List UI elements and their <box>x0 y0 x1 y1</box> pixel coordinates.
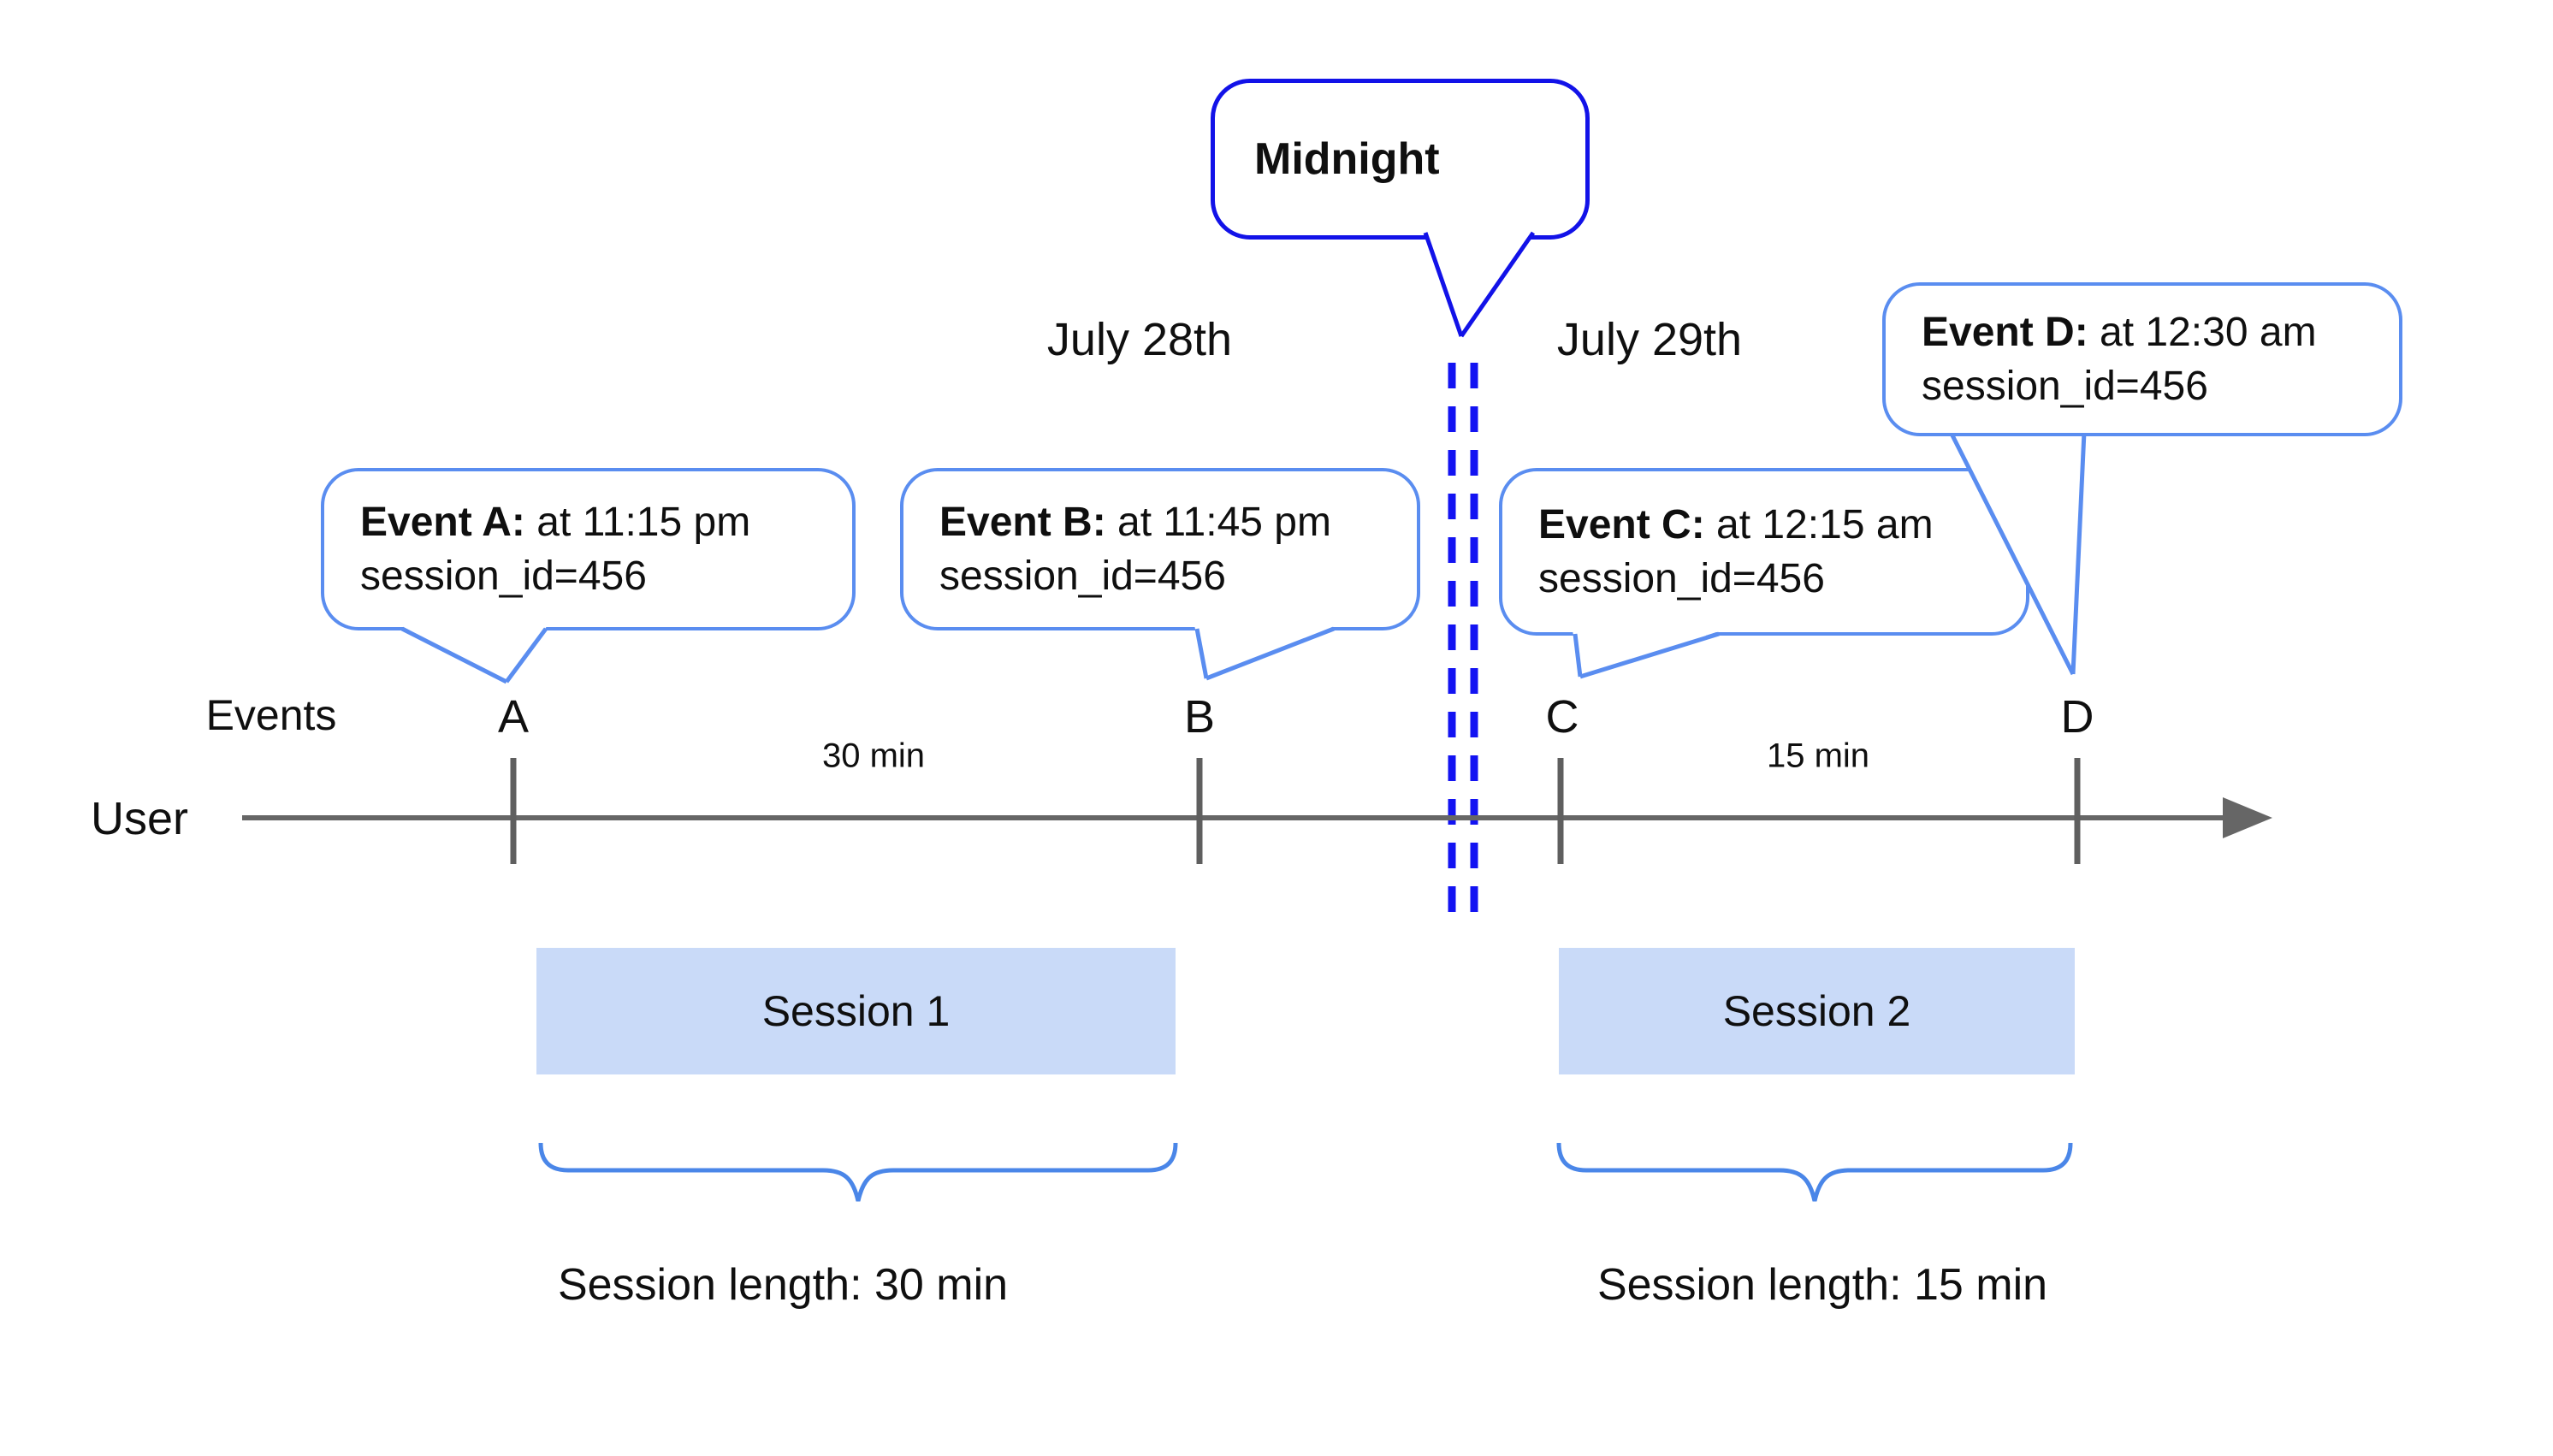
event-a-callout: Event A: at 11:15 pm session_id=456 <box>321 468 856 630</box>
event-b-callout: Event B: at 11:45 pm session_id=456 <box>900 468 1420 630</box>
midnight-callout: Midnight <box>1211 79 1590 240</box>
session-2-label: Session 2 <box>1722 987 1911 1035</box>
session-1-label: Session 1 <box>761 987 951 1035</box>
event-d-callout: Event D: at 12:30 am session_id=456 <box>1882 282 2402 436</box>
gap-30-min-label: 30 min <box>821 737 926 775</box>
tick-letter-a: A <box>497 691 530 743</box>
event-b-name: Event B: <box>939 500 1106 545</box>
event-d-session: session_id=456 <box>1922 364 2208 409</box>
event-b-line1: Event B: at 11:45 pm <box>939 495 1417 549</box>
session-1-bar: Session 1 <box>536 948 1176 1074</box>
event-c-line1: Event C: at 12:15 am <box>1538 498 2026 552</box>
event-b-time: at 11:45 pm <box>1117 500 1331 545</box>
session-2-length-label: Session length: 15 min <box>1596 1260 2048 1310</box>
event-b-session: session_id=456 <box>939 553 1226 599</box>
user-axis-label: User <box>90 793 189 844</box>
midnight-label: Midnight <box>1254 133 1440 184</box>
date-july-29: July 29th <box>1556 314 1743 365</box>
event-a-session: session_id=456 <box>360 553 647 599</box>
tick-letter-b: B <box>1183 691 1216 743</box>
session-2-bar: Session 2 <box>1559 948 2075 1074</box>
event-c-callout: Event C: at 12:15 am session_id=456 <box>1499 468 2029 636</box>
event-c-name: Event C: <box>1538 502 1705 547</box>
event-d-name: Event D: <box>1922 310 2088 355</box>
event-a-name: Event A: <box>360 500 525 545</box>
session-1-length-label: Session length: 30 min <box>557 1260 1009 1310</box>
event-c-time: at 12:15 am <box>1716 502 1934 547</box>
events-axis-label: Events <box>205 691 337 739</box>
event-d-time: at 12:30 am <box>2100 310 2317 355</box>
tick-letter-c: C <box>1545 691 1579 743</box>
gap-15-min-label: 15 min <box>1766 737 1870 775</box>
event-d-line1: Event D: at 12:30 am <box>1922 305 2399 359</box>
tick-letter-d: D <box>2060 691 2094 743</box>
event-a-line1: Event A: at 11:15 pm <box>360 495 852 549</box>
date-july-28: July 28th <box>1046 314 1233 365</box>
event-c-session: session_id=456 <box>1538 556 1825 601</box>
event-a-time: at 11:15 pm <box>536 500 751 545</box>
